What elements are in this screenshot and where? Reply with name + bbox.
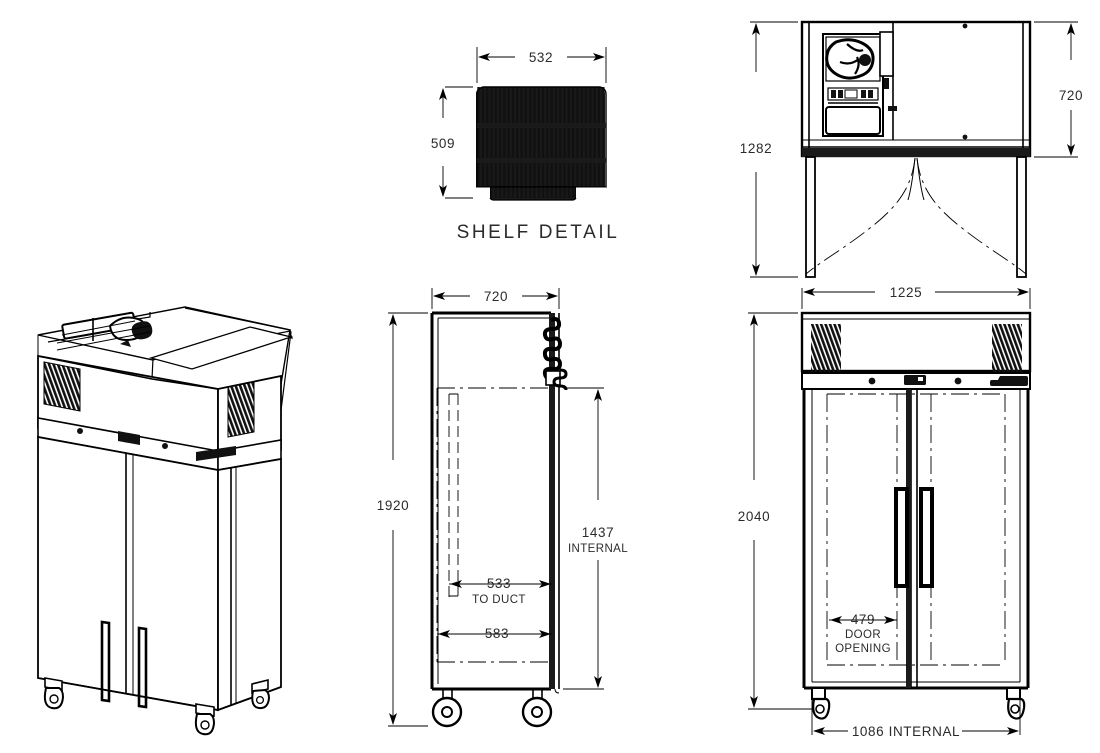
plan-view: 1282 720 [740, 20, 1083, 278]
vent-grille-right-iso [228, 382, 254, 437]
dim-plan-overall-depth: 1282 [740, 21, 798, 278]
indicator-light-right [954, 377, 962, 385]
iso-door-handle-left[interactable] [100, 620, 111, 703]
plan-inner-panel [879, 22, 897, 140]
dim-shelf-width: 532 [476, 47, 607, 83]
dim-side-height: 1920 [377, 312, 428, 727]
dim-plan-depth-label: 720 [1059, 88, 1083, 103]
dim-side-internal-height: 1437 INTERNAL [563, 387, 628, 690]
shelf-detail-view: 532 509 SHELF DETAIL [431, 47, 620, 243]
dim-front-door-opening-label: 479 [851, 612, 875, 627]
dim-front-internal-width-label: 1086 INTERNAL [852, 724, 960, 739]
side-hinge-detail [542, 317, 568, 391]
dim-side-to-duct-note: TO DUCT [472, 594, 526, 606]
iso-indicator-light-right [162, 443, 168, 449]
dim-side-internal-height-note: INTERNAL [568, 543, 628, 555]
control-switch[interactable] [990, 376, 1028, 386]
side-interior-hidden [436, 387, 549, 663]
dim-shelf-depth-label: 509 [431, 136, 455, 151]
front-door-handle-right[interactable] [919, 487, 934, 588]
plan-door-leaf-right [1016, 156, 1027, 278]
dim-front-internal-width: 1086 INTERNAL [750, 692, 1021, 739]
front-door-handle-left[interactable] [894, 487, 909, 588]
plan-fixing-dot [962, 23, 968, 29]
iso-control-display[interactable] [118, 431, 140, 445]
front-canopy [800, 311, 1032, 373]
front-cabinet-body [802, 389, 1030, 690]
dim-shelf-depth: 509 [431, 86, 473, 199]
iso-cabinet-body [37, 435, 282, 712]
shelf-body [476, 86, 607, 201]
iso-compressor-unit [47, 311, 153, 351]
dim-front-door-opening-note1: DOOR [845, 629, 881, 641]
plan-condensing-unit [822, 33, 889, 137]
caster [251, 678, 271, 710]
dim-front-height-label: 2040 [738, 509, 770, 524]
vent-grille-right [992, 324, 1022, 372]
plan-fixing-dot [962, 134, 968, 140]
dim-front-door-opening-note2: OPENING [835, 643, 891, 655]
side-elevation-view: 720 1920 1437 INTERNAL 533 TO DUCT [377, 288, 628, 728]
vent-grille-left-iso [44, 362, 80, 411]
indicator-light-left [868, 377, 876, 385]
caster [521, 689, 553, 728]
dim-side-width: 720 [431, 288, 560, 309]
caster [431, 689, 463, 728]
caster [43, 677, 65, 710]
plan-door-swing-arcs [805, 157, 1027, 278]
dim-plan-overall-depth-label: 1282 [740, 141, 772, 156]
dim-side-width-label: 720 [484, 289, 508, 304]
dim-side-to-duct: 533 TO DUCT [449, 576, 552, 606]
dim-front-width-label: 1225 [890, 285, 922, 300]
caster [194, 703, 216, 736]
dim-side-inner-depth-label: 583 [485, 626, 509, 641]
front-casters [811, 687, 1026, 720]
dim-front-door-opening: 479 DOOR OPENING [829, 612, 897, 655]
dim-side-to-duct-label: 533 [487, 576, 511, 591]
dim-side-internal-height-label: 1437 [582, 525, 614, 540]
plan-door-leaf-left [805, 156, 816, 278]
isometric-view [37, 306, 294, 736]
dim-plan-depth: 720 [1034, 21, 1083, 158]
plan-front-frame [802, 146, 1030, 157]
iso-control-switch[interactable] [196, 446, 236, 461]
iso-casters [43, 677, 271, 736]
vent-grille-left [811, 324, 841, 372]
front-door-opening-hidden [826, 393, 1006, 666]
dim-shelf-width-label: 532 [529, 50, 553, 65]
front-control-panel [801, 372, 1031, 390]
iso-door-handle-right[interactable] [137, 626, 148, 709]
shelf-detail-caption: SHELF DETAIL [457, 222, 620, 243]
front-elevation-view: 1225 2040 479 DOOR OPENING 1086 INTERNAL [738, 285, 1032, 739]
dim-side-inner-depth: 583 [437, 626, 552, 641]
dim-front-width: 1225 [801, 285, 1031, 309]
iso-indicator-light-left [77, 428, 83, 434]
side-casters [431, 689, 553, 728]
dim-side-height-label: 1920 [377, 498, 409, 513]
